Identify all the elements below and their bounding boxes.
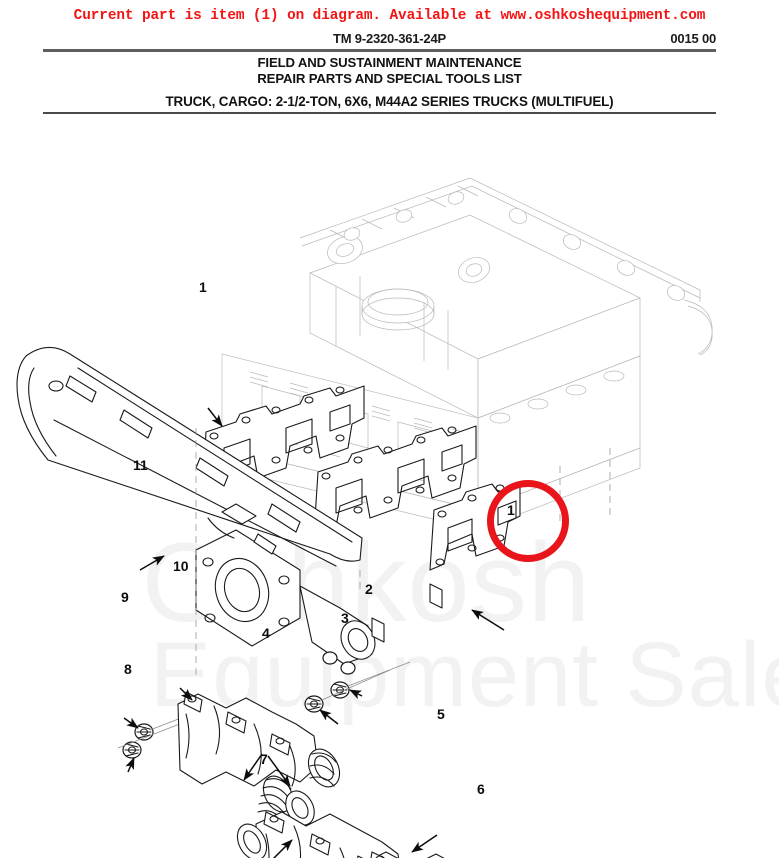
callout-10: 10 [173, 558, 189, 574]
parts-diagram: Oshkosh Equipment Sales .ln { fill:none;… [0, 118, 779, 858]
header-rule-top [43, 49, 716, 52]
callout-6: 6 [477, 781, 485, 797]
hardware-upper-pair [322, 651, 356, 675]
title-block: FIELD AND SUSTAINMENT MAINTENANCE REPAIR… [0, 55, 779, 109]
callout-3: 3 [341, 610, 349, 626]
title-line-3: TRUCK, CARGO: 2-1/2-TON, 6X6, M44A2 SERI… [165, 94, 614, 109]
title-line-2: REPAIR PARTS AND SPECIAL TOOLS LIST [257, 71, 522, 86]
callout-8: 8 [124, 661, 132, 677]
intake-manifold [16, 346, 443, 665]
item-highlight-circle [487, 480, 569, 562]
callout-1: 1 [199, 279, 207, 295]
callout-7: 7 [260, 751, 268, 767]
callout-5: 5 [437, 706, 445, 722]
document-number-row: TM 9-2320-361-24P 0015 00 [0, 31, 779, 47]
callout-leaders [123, 407, 505, 858]
page-number: 0015 00 [670, 31, 716, 46]
callout-1-highlighted: 1 [507, 502, 515, 518]
title-line-1: FIELD AND SUSTAINMENT MAINTENANCE [257, 55, 522, 70]
header-rule-bottom [43, 112, 716, 114]
tm-number: TM 9-2320-361-24P [333, 31, 446, 46]
hardware-item-2 [330, 681, 350, 699]
engine-block-ghost [221, 177, 713, 531]
callout-4: 4 [262, 625, 270, 641]
exhaust-manifold-middle [236, 811, 400, 858]
technical-line-drawing: .ln { fill:none; stroke:#1a1a1a; stroke-… [16, 177, 713, 858]
hardware-item-3 [304, 695, 324, 713]
exhaust-manifold-rear [370, 851, 445, 858]
hardware-item-8 [122, 741, 142, 759]
availability-banner: Current part is item (1) on diagram. Ava… [73, 8, 706, 24]
exhaust-manifold-front [177, 691, 341, 788]
callout-2: 2 [365, 581, 373, 597]
callout-9: 9 [121, 589, 129, 605]
callout-11: 11 [133, 457, 148, 473]
